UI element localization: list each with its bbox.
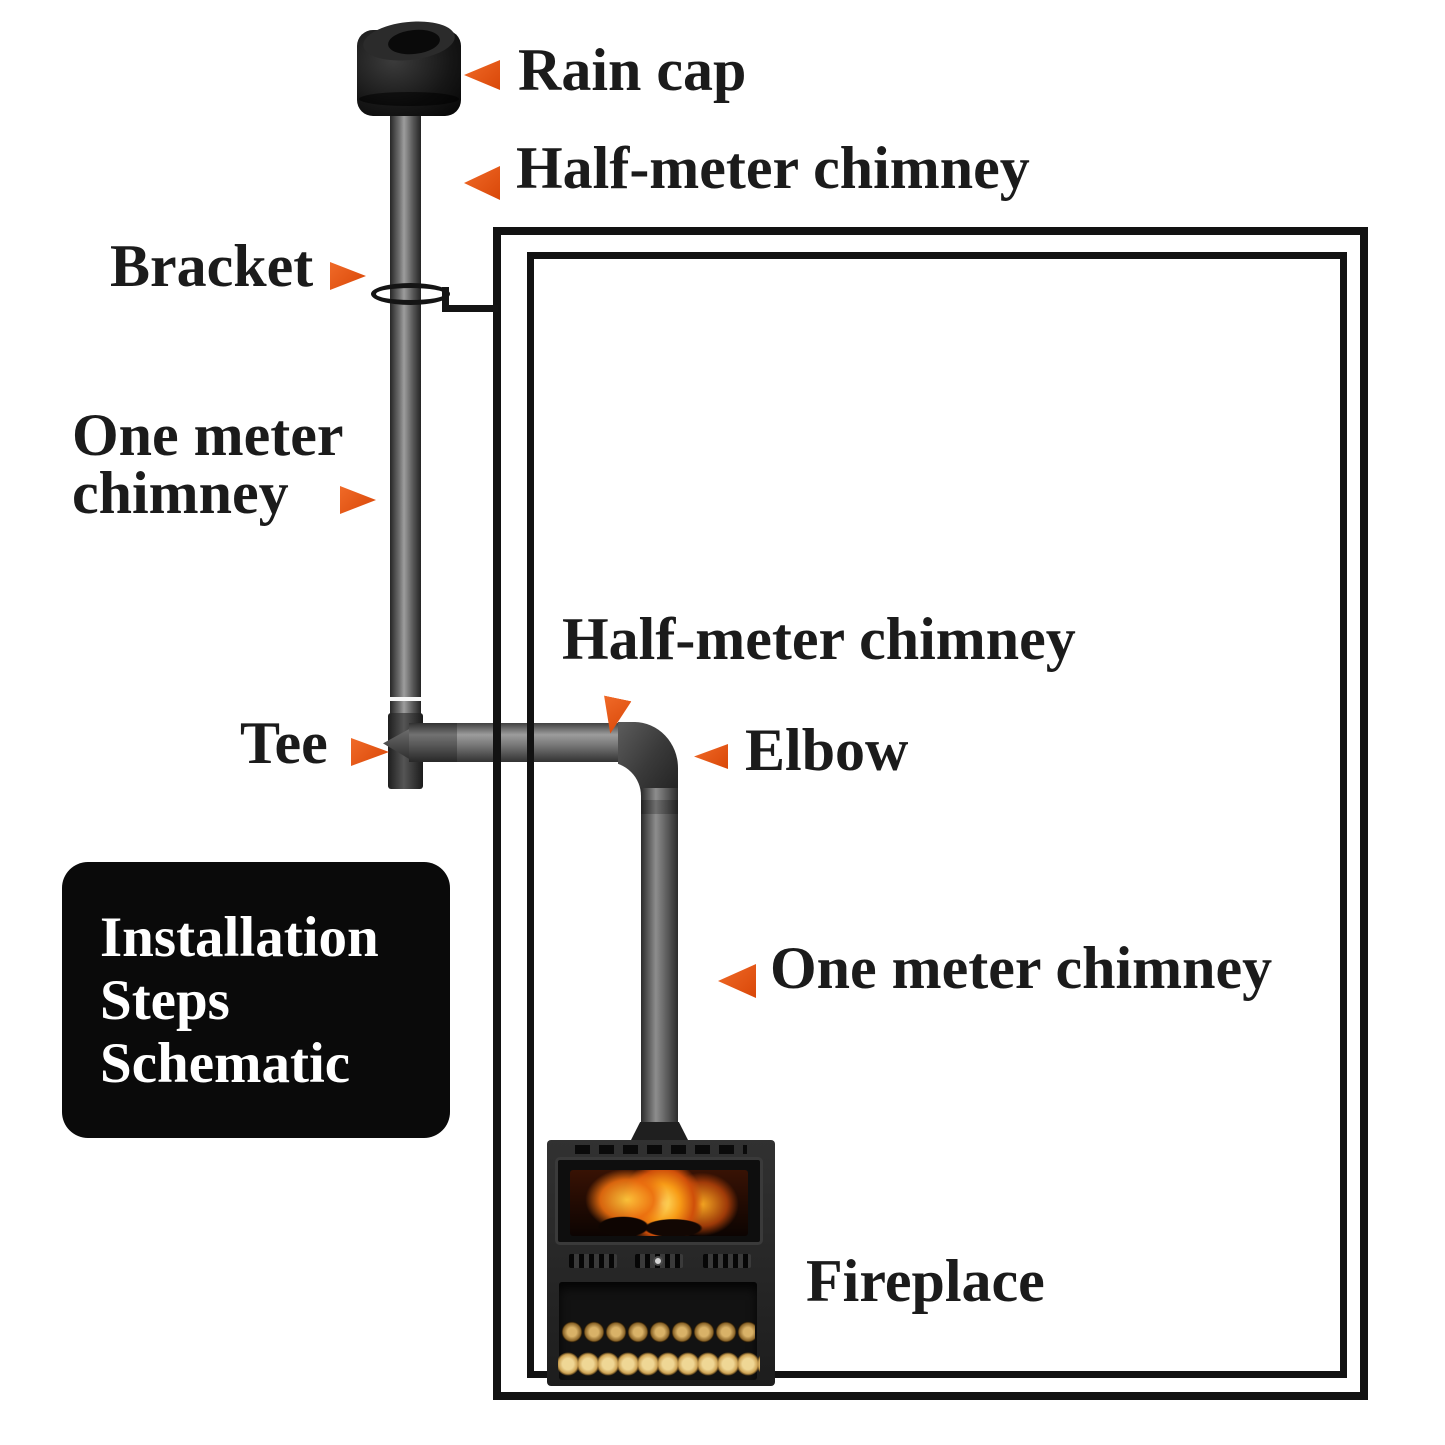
stove-knob: [653, 1256, 663, 1266]
pipe-shade: [409, 723, 457, 762]
label-line: One meter: [72, 402, 344, 468]
down-chimney-pipe: [641, 788, 678, 1140]
bracket-arm-horizontal: [442, 305, 498, 312]
label-bracket: Bracket: [110, 233, 314, 299]
log-row: [561, 1314, 755, 1350]
bracket-arm-vertical: [442, 287, 449, 312]
stove-top-vents: [575, 1145, 747, 1154]
log-row: [558, 1346, 760, 1382]
label-one-meter-left: One meter chimney: [72, 402, 344, 526]
horizontal-chimney-pipe: [409, 723, 625, 762]
label-half-meter-top: Half-meter chimney: [516, 135, 1030, 201]
stove-pipe-flare: [631, 1122, 688, 1140]
arrow-left-icon: [464, 166, 500, 200]
vertical-chimney-pipe: [390, 112, 421, 788]
stove-fire-window: [570, 1170, 748, 1236]
label-one-meter-right: One meter chimney: [770, 935, 1273, 1001]
info-box-line: Steps: [100, 969, 230, 1032]
stove-vent-strip: [569, 1254, 617, 1268]
label-line: chimney: [72, 460, 289, 526]
bracket-ring: [371, 283, 450, 305]
pipe-collar: [641, 800, 678, 814]
installation-steps-box: Installation Steps Schematic: [62, 862, 450, 1138]
rain-cap-band: [359, 92, 459, 106]
info-box-line: Installation: [100, 906, 379, 969]
stove-vent-strip: [703, 1254, 751, 1268]
label-fireplace: Fireplace: [806, 1248, 1045, 1314]
label-elbow: Elbow: [745, 717, 909, 783]
pipe-joint-line: [390, 697, 421, 701]
wall-outer-outline: [493, 227, 1368, 1400]
arrow-left-icon: [464, 60, 500, 90]
fireplace-stove: [547, 1140, 775, 1386]
arrow-right-icon: [340, 486, 376, 514]
label-rain-cap: Rain cap: [518, 37, 747, 103]
arrow-right-icon: [351, 738, 389, 766]
label-tee: Tee: [240, 710, 328, 776]
label-half-meter-mid: Half-meter chimney: [562, 606, 1076, 672]
info-box-line: Schematic: [100, 1032, 351, 1095]
arrow-right-icon: [330, 262, 366, 290]
wall-inner-outline: [527, 252, 1347, 1378]
